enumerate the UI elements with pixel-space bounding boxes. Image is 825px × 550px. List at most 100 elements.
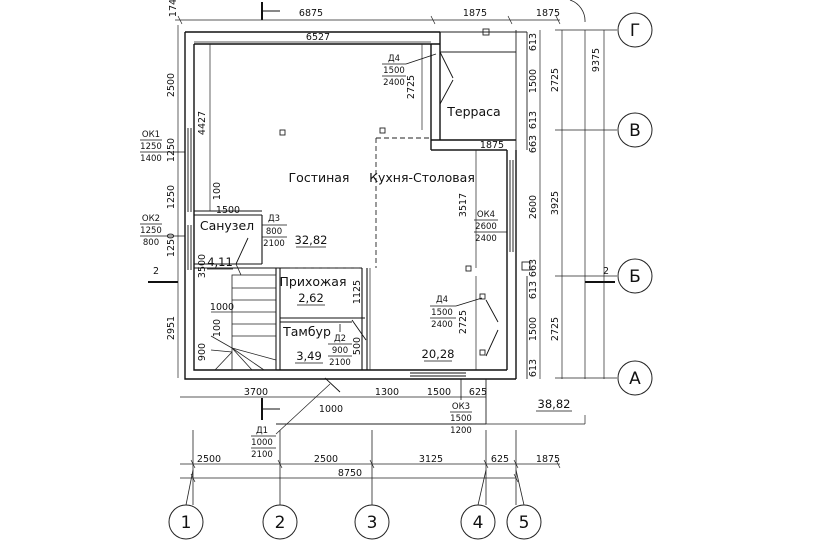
dim-bottom: 1875 <box>536 454 560 465</box>
column-marker <box>479 349 486 356</box>
tag-d1: Д1 1000 2100 <box>251 426 276 460</box>
dim-right: 1500 <box>528 317 539 341</box>
axis-label-5: 5 <box>519 513 530 533</box>
dim-inner: 3517 <box>458 193 469 217</box>
tag-ok3: ОК3 1500 1200 <box>450 379 472 436</box>
svg-text:Д4: Д4 <box>388 54 400 64</box>
door-d1-leaf <box>324 377 341 393</box>
axis-bubble-v <box>617 112 653 148</box>
svg-text:1200: 1200 <box>450 426 472 436</box>
stair-box <box>231 274 277 371</box>
svg-text:ОК4: ОК4 <box>477 210 495 220</box>
column-marker <box>379 127 386 134</box>
dim-bottom-inner: 625 <box>469 387 487 398</box>
column-marker <box>279 129 286 136</box>
dim-bottom-inner: 1500 <box>427 387 451 398</box>
svg-text:Д2: Д2 <box>334 334 346 344</box>
svg-text:1500: 1500 <box>450 414 472 424</box>
door-d4-right-leaf1 <box>485 299 499 323</box>
svg-text:2400: 2400 <box>431 320 453 330</box>
dim-left: 1250 <box>166 233 177 257</box>
column-marker <box>465 265 472 272</box>
section-label-right: 2 <box>603 266 609 277</box>
dim-inner-top: 6527 <box>306 32 330 43</box>
axis-leader-5 <box>515 469 525 506</box>
dim-inner: 1500 <box>216 205 240 216</box>
area-living: 32,82 <box>295 233 328 247</box>
door-d2-leaf <box>351 319 367 341</box>
svg-text:ОК3: ОК3 <box>452 402 470 412</box>
wall-left-inner <box>193 44 360 371</box>
door-d4-right-leaf2 <box>485 329 499 357</box>
dim-bottom-inner: 3700 <box>244 387 268 398</box>
area-hallway: 2,62 <box>298 291 324 305</box>
svg-text:Д1: Д1 <box>256 426 268 436</box>
dim-top: 1875 <box>463 8 487 19</box>
tag-d4-top: Д4 1500 2400 <box>382 53 437 88</box>
dim-top: 6875 <box>299 8 323 19</box>
axis-bubble-a <box>617 360 653 396</box>
dim-right: 2725 <box>550 317 561 341</box>
grid-axes <box>192 29 617 505</box>
dim-inner: 1000 <box>210 302 234 313</box>
svg-text:800: 800 <box>143 238 159 248</box>
dim-inner: 100 <box>212 182 223 200</box>
dim-right: 613 <box>528 281 539 299</box>
tag-ok2: ОК2 1250 800 <box>140 214 185 248</box>
windows <box>187 128 514 377</box>
svg-text:1000: 1000 <box>251 438 273 448</box>
dim-inner: 100 <box>212 319 223 337</box>
dim-inner: 1125 <box>352 280 363 304</box>
dim-inner: 2725 <box>406 75 417 99</box>
svg-text:1250: 1250 <box>140 142 162 152</box>
axis-bubble-3 <box>354 504 390 540</box>
wall-left-outer <box>184 32 360 380</box>
door-d4-top-leaf2 <box>439 79 454 105</box>
dim-left: 1250 <box>166 185 177 209</box>
dim-right: 2600 <box>528 195 539 219</box>
dim-right: 3925 <box>550 191 561 215</box>
dim-inner: 500 <box>352 337 363 355</box>
room-bathroom: Санузел <box>200 218 254 233</box>
dim-right: 613 <box>528 359 539 377</box>
column-marker <box>479 293 486 300</box>
doors <box>235 51 499 393</box>
dimension-lines <box>175 15 605 483</box>
svg-text:Д3: Д3 <box>268 214 280 224</box>
svg-text:1500: 1500 <box>383 66 405 76</box>
svg-text:2100: 2100 <box>329 358 351 368</box>
room-vestibule: Тамбур <box>282 324 331 339</box>
dim-bottom-inner: 1300 <box>375 387 399 398</box>
dim-inner: 1875 <box>480 140 504 151</box>
svg-text:900: 900 <box>332 346 348 356</box>
zone-boundary <box>290 137 431 269</box>
svg-text:800: 800 <box>266 227 282 237</box>
svg-text:1250: 1250 <box>140 226 162 236</box>
stairs <box>210 263 277 371</box>
post-marker <box>482 28 490 36</box>
svg-text:1500: 1500 <box>431 308 453 318</box>
stair-rail <box>235 263 242 276</box>
tag-d3: Д3 800 2100 <box>262 214 287 249</box>
room-hallway: Прихожая <box>280 274 347 289</box>
svg-text:2400: 2400 <box>383 78 405 88</box>
dim-inner: 900 <box>197 343 208 361</box>
dim-right: 663 <box>528 135 539 153</box>
section-label-left: 2 <box>153 266 159 277</box>
axis-label-a: А <box>629 369 641 389</box>
svg-text:2400: 2400 <box>475 234 497 244</box>
axis-bubble-b <box>617 258 653 294</box>
dim-left: 2951 <box>166 316 177 340</box>
door-d3-leaf <box>235 237 249 265</box>
dim-right: 663 <box>528 259 539 277</box>
dim-inner: 2725 <box>458 310 469 334</box>
axis-label-4: 4 <box>473 513 484 533</box>
room-kitchen: Кухня-Столовая <box>369 170 475 185</box>
svg-text:ОК1: ОК1 <box>142 130 160 140</box>
dim-right: 613 <box>528 33 539 51</box>
axis-label-2: 2 <box>275 513 286 533</box>
svg-text:1400: 1400 <box>140 154 162 164</box>
tag-ok1: ОК1 1250 1400 <box>140 130 185 164</box>
column-marker <box>521 261 531 271</box>
axis-bubble-g <box>617 12 653 48</box>
